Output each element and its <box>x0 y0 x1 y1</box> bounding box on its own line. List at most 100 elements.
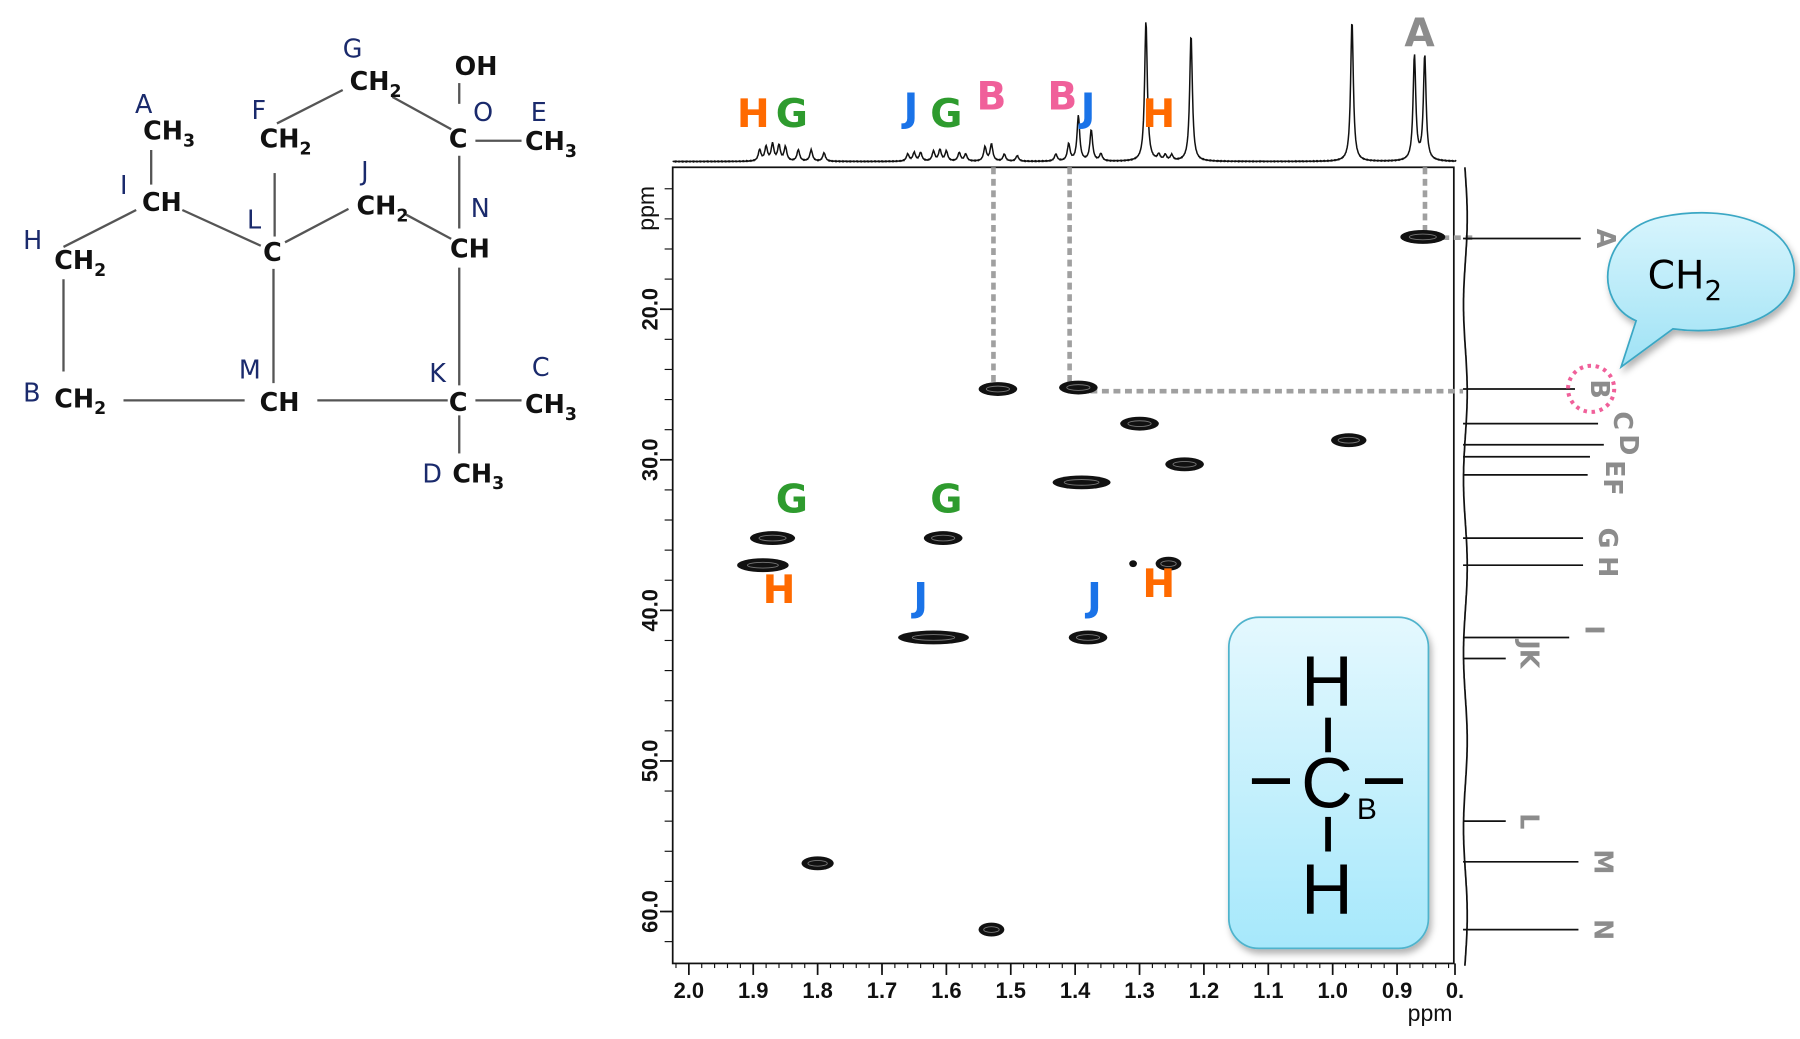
cross-peak-contour <box>985 385 1010 393</box>
x-tick-label: 1.9 <box>738 978 768 1003</box>
atom-label-g: G <box>343 34 363 64</box>
cross-peak <box>978 382 1018 396</box>
carbon-peak-label-m: M <box>1589 849 1619 874</box>
inset-carbon: C <box>1301 744 1353 824</box>
y-tick-label: 20.0 <box>638 288 663 331</box>
carbon-peak-label-j: J <box>1515 638 1545 649</box>
chemical-group: CH <box>260 387 300 417</box>
atom-label-e: E <box>531 97 547 127</box>
cross-peak <box>801 856 834 871</box>
cross-peak <box>1052 475 1111 490</box>
proton-peak-label-b: B <box>1047 75 1077 120</box>
carbon-peak-label-b: B <box>1585 379 1615 398</box>
cross-peaks <box>737 230 1446 937</box>
cross-peak <box>737 558 789 573</box>
cross-peak <box>750 531 796 546</box>
proton-peak-label-j: J <box>1078 86 1096 131</box>
cross-peak-contour <box>1172 460 1197 468</box>
x-tick-label: 1.8 <box>802 978 832 1003</box>
proton-peak-label-b: B <box>976 75 1006 120</box>
proton-peak-label-g: G <box>776 92 808 137</box>
cross-peak <box>1155 556 1182 571</box>
x-tick-label: 1.3 <box>1124 978 1154 1003</box>
x-tick-label: 2.0 <box>674 978 704 1003</box>
ch2-callout-bubble <box>1606 211 1796 370</box>
x-axis-label: ppm <box>1408 1000 1453 1026</box>
chemical-group: CH2 <box>54 383 106 419</box>
cross-peak-label-j: J <box>1084 575 1102 620</box>
y-tick-label: 60.0 <box>638 890 663 933</box>
x-tick-label: 1.7 <box>867 978 897 1003</box>
cross-peak-contour <box>983 926 1000 933</box>
atom-label-h: H <box>23 225 42 255</box>
cross-peak-label-h: H <box>763 568 796 613</box>
carbon-peak-label-d: D <box>1614 434 1644 455</box>
x-tick-label: 1.1 <box>1253 978 1283 1003</box>
y-tick-label: 50.0 <box>638 740 663 783</box>
cross-peak-contour <box>1127 420 1152 427</box>
cross-peak-contour <box>1075 634 1101 641</box>
cross-peak-contour <box>1160 560 1177 568</box>
x-tick-label: 1.2 <box>1189 978 1219 1003</box>
chemical-group: CH2 <box>350 66 402 102</box>
cross-peak-label-g: G <box>930 477 962 522</box>
chemical-group: OH <box>455 51 498 81</box>
chemical-group: CH3 <box>452 458 504 494</box>
chemical-group: C <box>263 237 282 267</box>
carbon-peak-label-i: I <box>1579 625 1609 634</box>
x-tick-label: 1.5 <box>996 978 1026 1003</box>
cross-peak-contour <box>807 859 828 867</box>
cross-peak-contour <box>758 534 787 542</box>
carbon-peak-label-e: E <box>1600 460 1630 477</box>
atom-label-i: I <box>120 170 127 200</box>
x-tick-label: 0.9 <box>1382 978 1412 1003</box>
y-axis-label: ppm <box>633 186 659 231</box>
carbon-peak-label-a: A <box>1591 229 1621 249</box>
correlation-guides <box>991 167 1477 394</box>
y-tick-label: 30.0 <box>638 438 663 481</box>
atom-label-d: D <box>422 458 442 488</box>
cross-peak <box>978 922 1005 937</box>
carbon-peak-label-n: N <box>1589 919 1619 940</box>
chemical-group: CH2 <box>260 124 312 160</box>
atom-label-m: M <box>239 354 261 384</box>
cross-peak-contour <box>1066 384 1091 391</box>
proton-spectrum-trace <box>672 22 1457 164</box>
chemical-group: CH3 <box>525 126 577 162</box>
x-tick-label: 1.4 <box>1060 978 1091 1003</box>
carbon-peak-label-c: C <box>1608 411 1638 430</box>
cross-peak-contour <box>746 561 779 569</box>
proton-peak-label-g: G <box>930 92 962 137</box>
atom-label-f: F <box>252 95 267 125</box>
chemical-group: C <box>449 387 468 417</box>
bonds <box>62 83 522 454</box>
chemical-group: CH <box>450 233 490 263</box>
ch2-inset-structure: H C B H <box>1251 642 1404 930</box>
atom-label-b: B <box>23 378 40 408</box>
y-axis: 20.0 30.0 40.0 50.0 60.0 <box>638 188 673 943</box>
highlight-circle-b <box>1566 363 1617 414</box>
chemical-group: CH2 <box>357 191 409 227</box>
inset-carbon-subscript: B <box>1357 793 1377 826</box>
cross-peak-contour <box>1337 436 1360 444</box>
cross-peak <box>1068 630 1108 645</box>
inset-hydrogen-top: H <box>1301 642 1353 722</box>
inset-hydrogen-bottom: H <box>1301 850 1353 930</box>
cross-peak <box>1400 230 1446 244</box>
carbon-peak-label-l: L <box>1515 813 1545 829</box>
chemical-group: CH3 <box>525 389 577 425</box>
atom-label-a: A <box>135 89 153 119</box>
ch2-inset-box <box>1227 616 1430 950</box>
y-tick-label: 40.0 <box>638 589 663 632</box>
chemical-group: C <box>449 124 468 154</box>
proton-peak-label-h: H <box>737 92 770 137</box>
atom-label-c: C <box>532 352 550 382</box>
proton-peak-label-a: A <box>1404 11 1435 56</box>
atom-label-l: L <box>247 204 261 234</box>
